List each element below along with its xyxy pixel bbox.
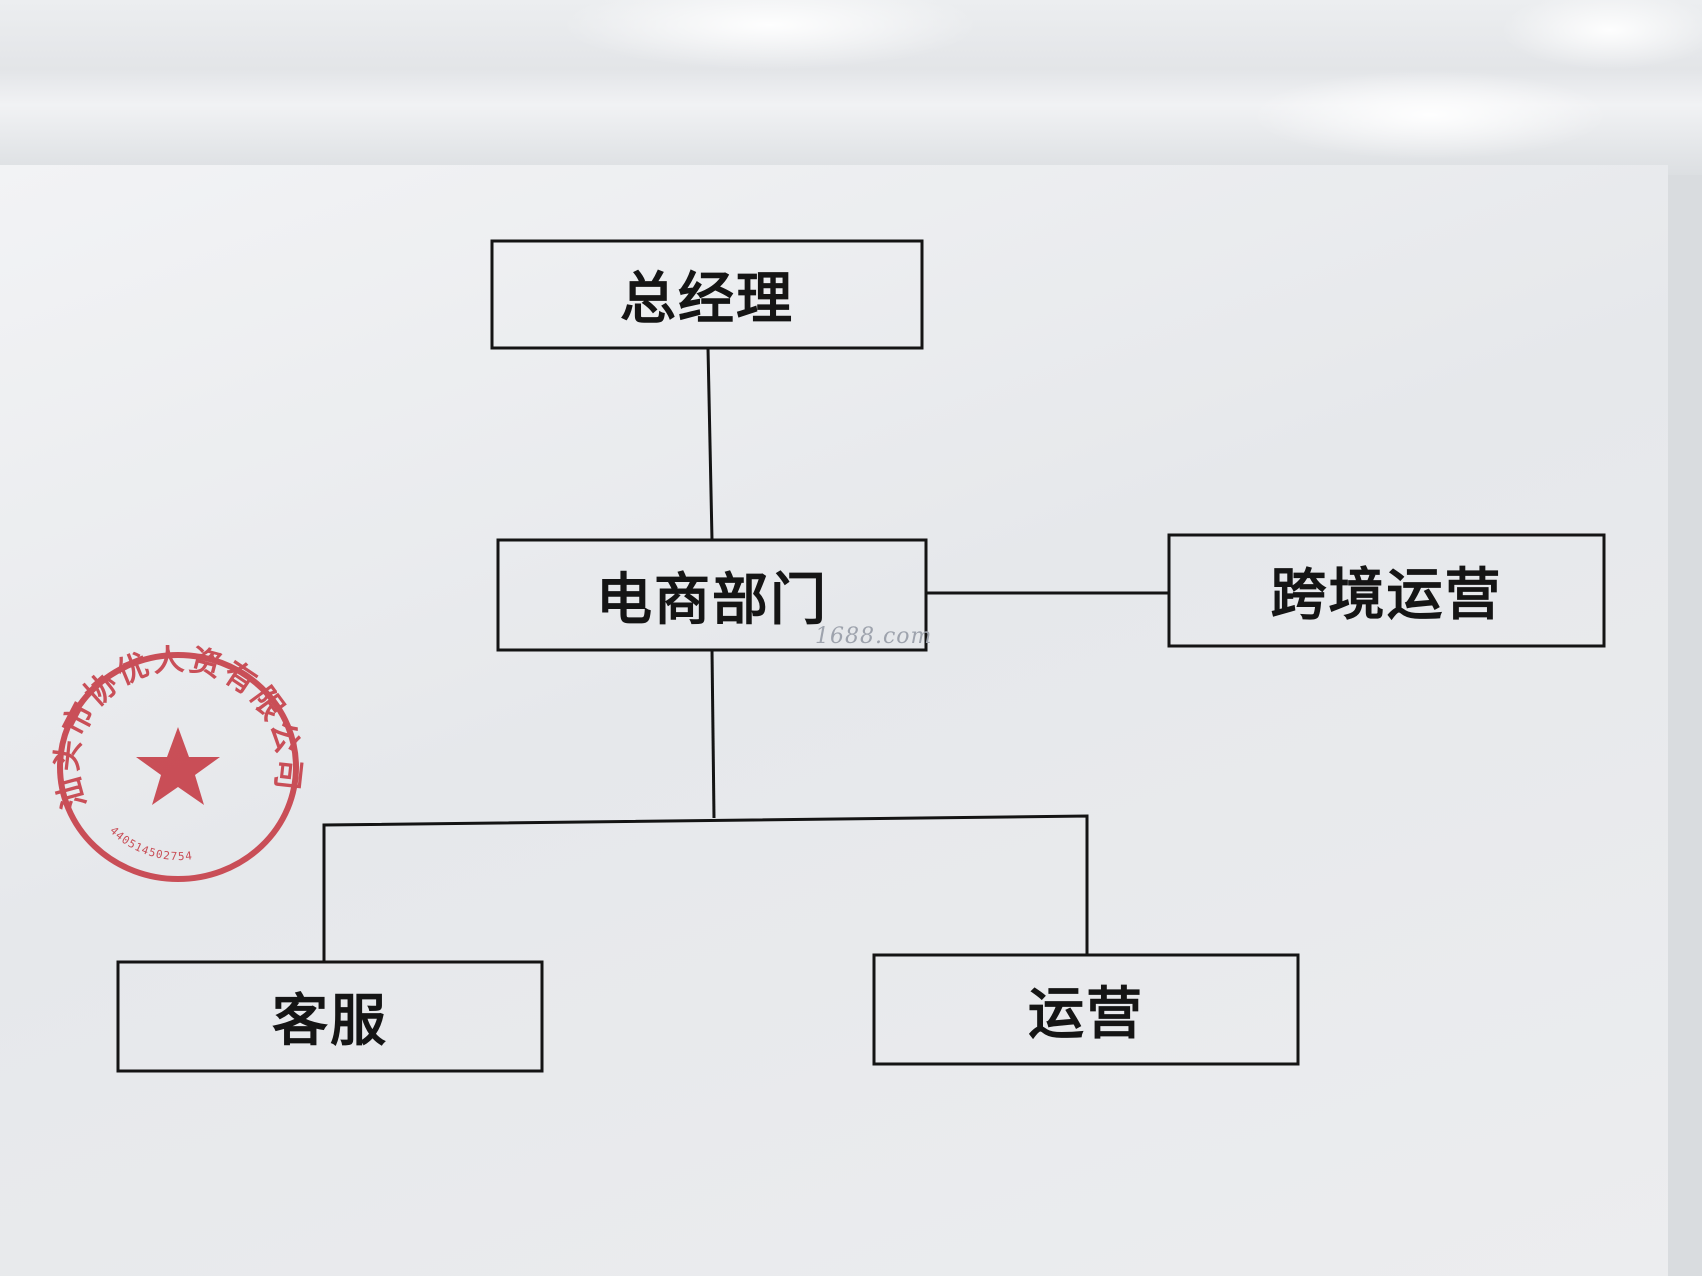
box-general-manager (490, 239, 924, 350)
svg-text:440514502754: 440514502754 (107, 824, 193, 863)
connector-ecommerce-down (710, 649, 716, 819)
node-customer-service: 客服 (272, 989, 388, 1054)
connector-gm-to-ecommerce (706, 347, 714, 541)
tape-glare (1250, 70, 1610, 160)
connector-branch (322, 814, 1089, 962)
box-cross-border-operations (1167, 533, 1606, 648)
node-operations: 运营 (1028, 982, 1144, 1047)
node-cross-border-operations: 跨境运营 (1270, 563, 1503, 628)
company-seal: 汕头市协优人资有限公司 440514502754 (49, 645, 304, 882)
tape-glare (1500, 0, 1702, 70)
seal-star-icon (136, 727, 220, 805)
box-customer-service (116, 960, 544, 1073)
tape-strip (0, 0, 1702, 175)
tape-glare (560, 0, 980, 70)
node-ecommerce-department: 电商部门 (596, 567, 828, 633)
watermark-1688: 1688.com (815, 624, 933, 649)
node-general-manager: 总经理 (620, 267, 794, 332)
paper-sheet (0, 165, 1668, 1276)
